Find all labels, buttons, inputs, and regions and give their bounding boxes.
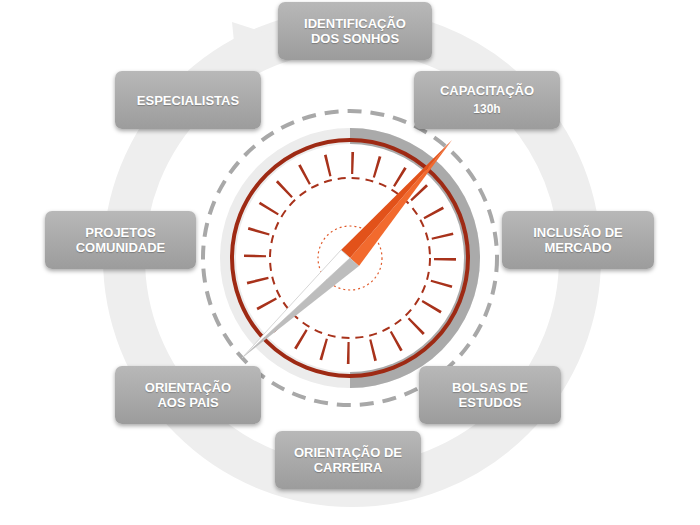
stage-box: ORIENTAÇÃO AOS PAIS <box>115 366 261 424</box>
stage-box: IDENTIFICAÇÃO DOS SONHOS <box>278 2 432 60</box>
stage-box: INCLUSÃO DE MERCADO <box>502 211 654 269</box>
stage-box: PROJETOS COMUNIDADE <box>45 211 196 269</box>
stage-box: BOLSAS DE ESTUDOS <box>419 366 561 424</box>
stage-box: ORIENTAÇÃO DE CARREIRA <box>275 431 421 489</box>
box-label: INCLUSÃO DE MERCADO <box>516 225 641 255</box>
box-label: BOLSAS DE ESTUDOS <box>435 380 545 410</box>
box-label: ORIENTAÇÃO DE CARREIRA <box>288 445 408 475</box>
box-label: PROJETOS COMUNIDADE <box>58 225 183 255</box>
box-label: 130h <box>473 102 500 117</box>
box-label: CAPACITAÇÃO <box>440 83 534 98</box>
box-label: ORIENTAÇÃO AOS PAIS <box>133 380 243 410</box>
box-label: ESPECIALISTAS <box>137 93 239 108</box>
box-label: IDENTIFICAÇÃO DOS SONHOS <box>290 16 420 46</box>
stage-box: ESPECIALISTAS <box>115 71 261 129</box>
stage-box: CAPACITAÇÃO 130h <box>414 71 560 129</box>
